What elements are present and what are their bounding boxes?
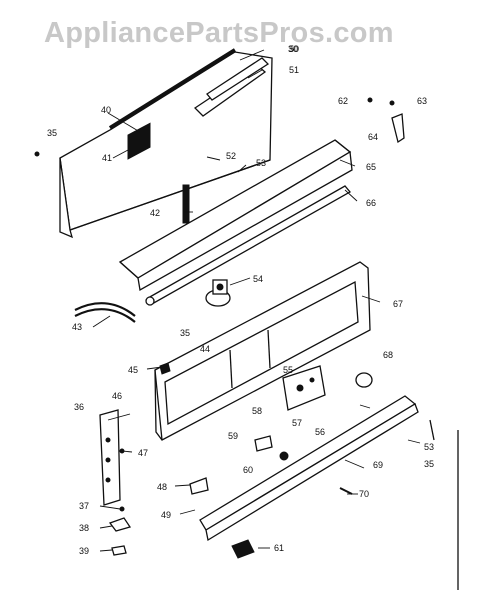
callout-38: 38	[79, 523, 89, 533]
channel-65-drawing	[118, 139, 353, 292]
callout-44: 44	[200, 344, 210, 354]
callout-65: 65	[366, 162, 376, 172]
callout-54: 54	[253, 274, 263, 284]
callout-35-b: 35	[180, 328, 190, 338]
part-callouts-repeat: 35 35 53	[180, 328, 434, 469]
callout-40: 40	[101, 105, 111, 115]
callout-42: 42	[150, 208, 160, 218]
bracket-54-drawing	[205, 279, 231, 307]
leader-lines	[92, 49, 421, 552]
rod-66-drawing	[145, 185, 351, 306]
front-panel-67-drawing	[154, 261, 371, 441]
callout-64: 64	[368, 132, 378, 142]
callout-37: 37	[79, 501, 89, 511]
rod-42-drawing	[182, 184, 190, 224]
callout-57: 57	[292, 418, 302, 428]
callout-60: 60	[243, 465, 253, 475]
callout-30: 30	[288, 44, 298, 54]
callout-47: 47	[138, 448, 148, 458]
callout-36: 36	[74, 402, 84, 412]
plate-57-drawing	[282, 365, 326, 411]
callout-62: 62	[338, 96, 348, 106]
callout-35-c: 35	[424, 459, 434, 469]
small-parts-drawing	[34, 97, 459, 590]
callout-50: 50	[289, 44, 299, 54]
callout-41: 41	[102, 153, 112, 163]
callout-39: 39	[79, 546, 89, 556]
lower-rail-69-drawing	[199, 395, 419, 542]
callout-69: 69	[373, 460, 383, 470]
callout-67: 67	[393, 299, 403, 309]
callout-45: 45	[128, 365, 138, 375]
watermark-logo: AppliancePartsPros.com	[44, 17, 394, 49]
callout-56: 56	[315, 427, 325, 437]
callout-53-b: 53	[424, 442, 434, 452]
hinge-36-drawing	[99, 409, 121, 506]
callout-59: 59	[228, 431, 238, 441]
callout-46: 46	[112, 391, 122, 401]
callout-58: 58	[252, 406, 262, 416]
callout-53-a: 53	[256, 158, 266, 168]
callout-61: 61	[274, 543, 284, 553]
part-callouts: 30 35 36 37 38 39 40 41 42 43 44 45 46 4…	[47, 44, 427, 556]
top-panel-drawing	[59, 48, 273, 239]
callout-51: 51	[289, 65, 299, 75]
callout-52: 52	[226, 151, 236, 161]
callout-70: 70	[359, 489, 369, 499]
callout-66: 66	[366, 198, 376, 208]
callout-48: 48	[157, 482, 167, 492]
callout-35-a: 35	[47, 128, 57, 138]
callout-43: 43	[72, 322, 82, 332]
callout-55: 55	[283, 365, 293, 375]
callout-63: 63	[417, 96, 427, 106]
callout-68: 68	[383, 350, 393, 360]
callout-49: 49	[161, 510, 171, 520]
